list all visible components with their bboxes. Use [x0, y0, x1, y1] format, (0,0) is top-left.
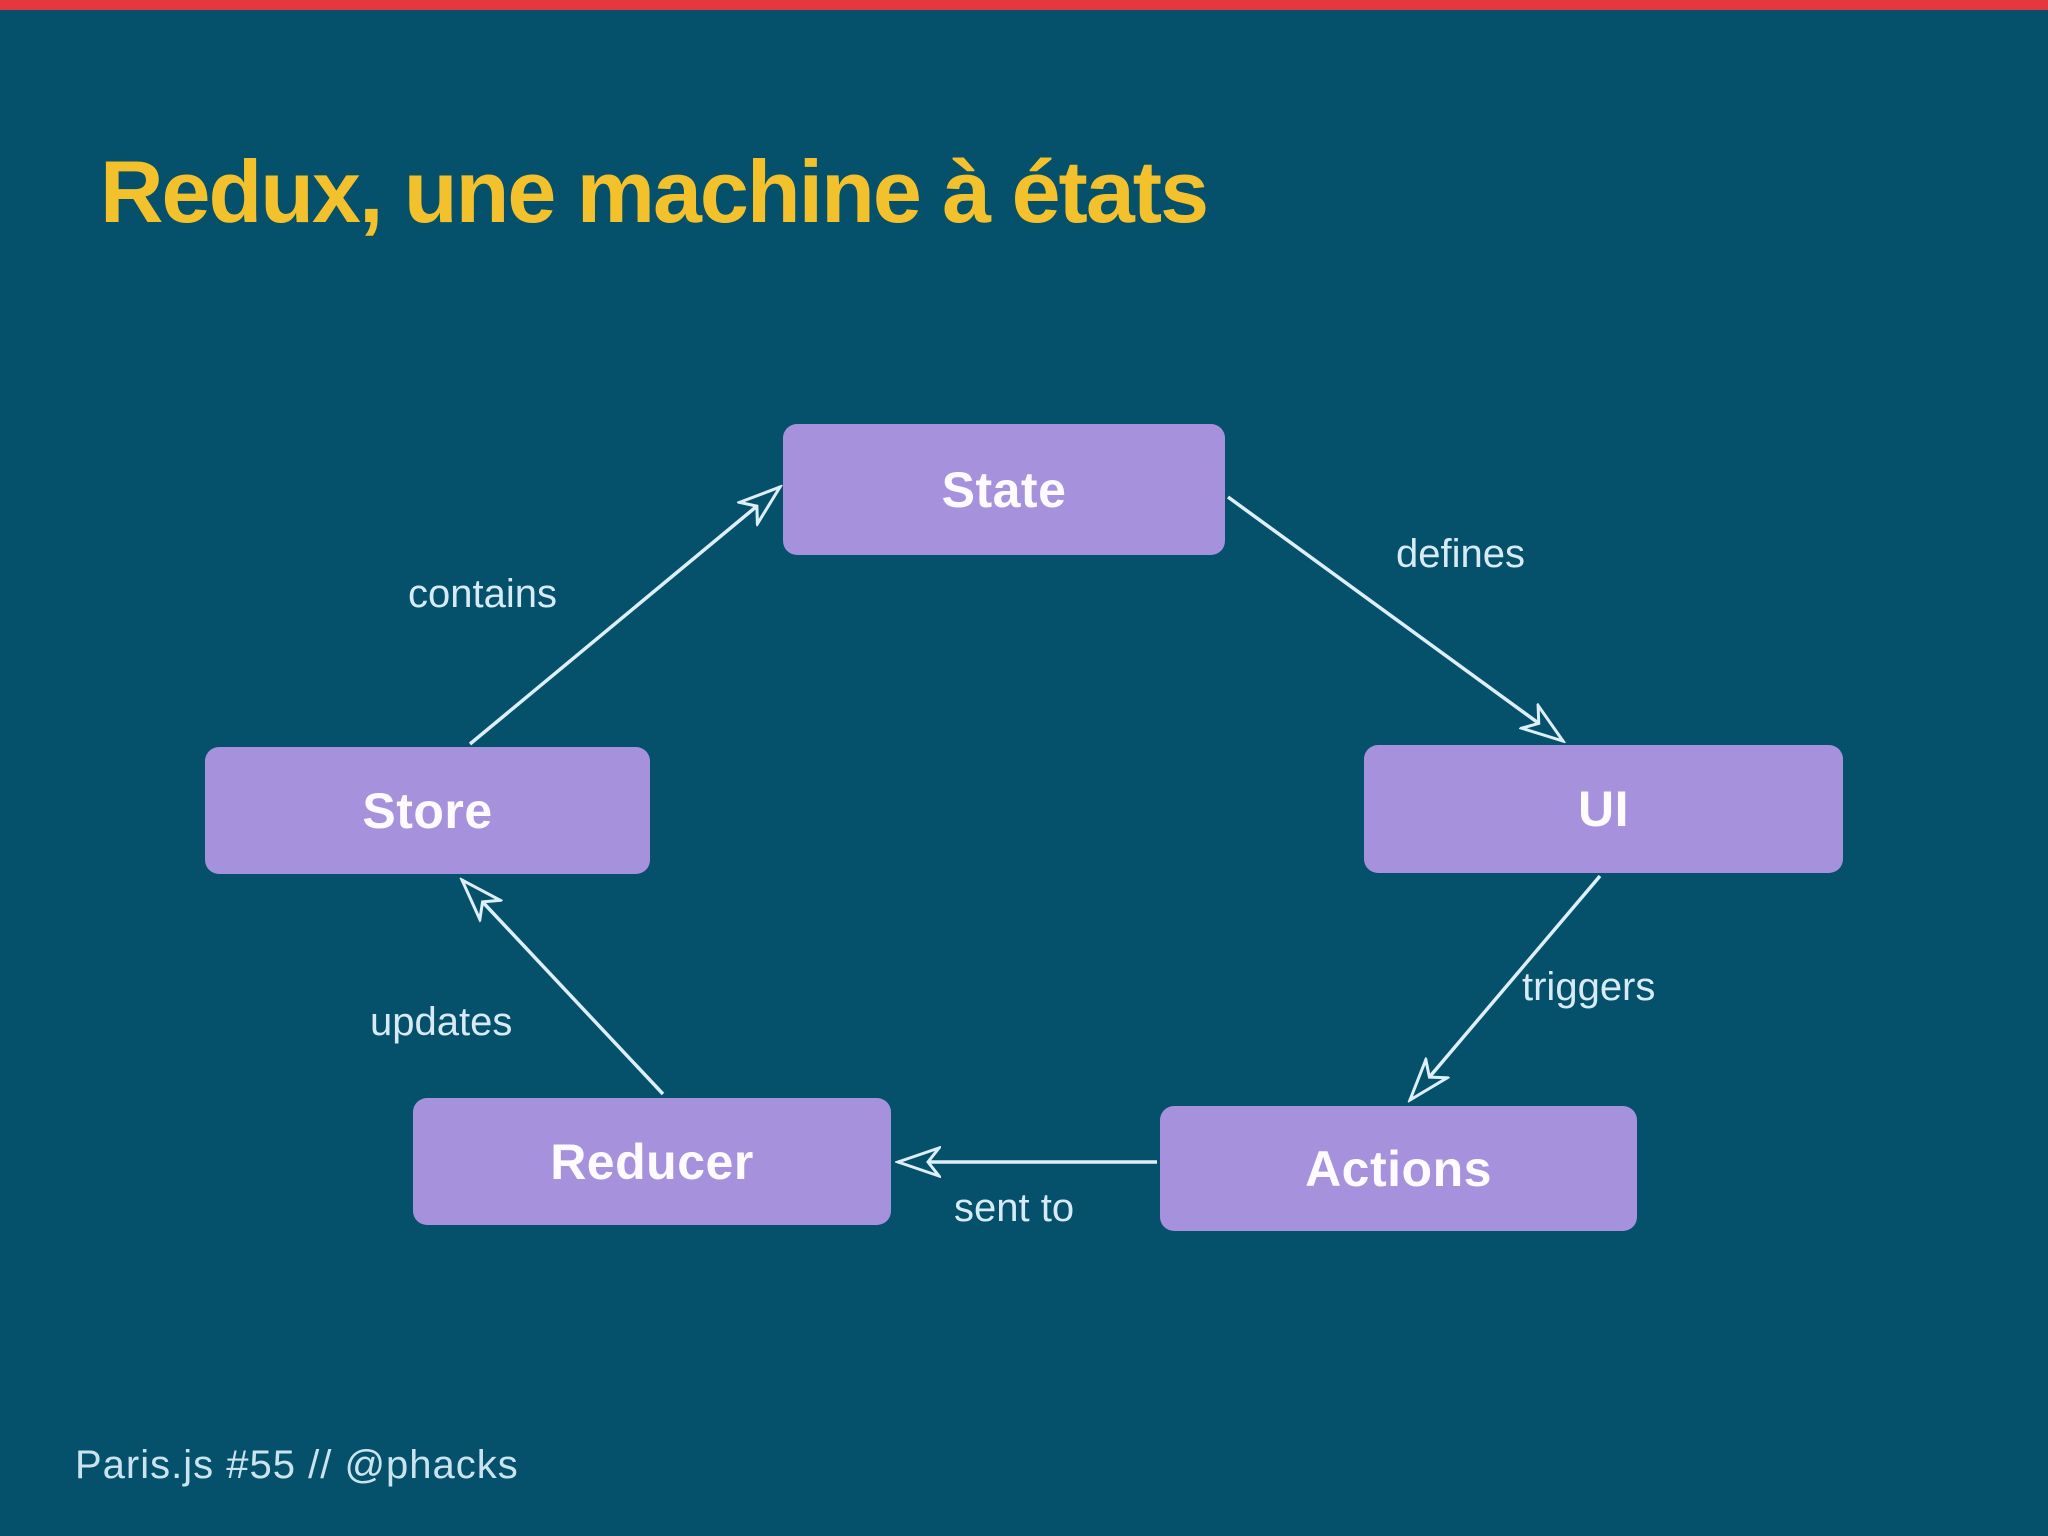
node-store: Store: [205, 747, 650, 874]
node-actions-label: Actions: [1305, 1140, 1492, 1197]
node-reducer: Reducer: [413, 1098, 891, 1225]
edge-contains-arrow: [468, 487, 780, 746]
node-state-label: State: [941, 461, 1067, 518]
node-actions: Actions: [1160, 1106, 1637, 1231]
node-ui: UI: [1364, 745, 1843, 873]
node-state: State: [783, 424, 1225, 555]
slide-progress-bar: [0, 0, 2048, 10]
edge-triggers-arrow: [1410, 874, 1602, 1100]
edge-label-defines: defines: [1396, 532, 1525, 576]
node-ui-label: UI: [1578, 781, 1629, 837]
edge-label-triggers: triggers: [1522, 965, 1656, 1009]
node-reducer-label: Reducer: [550, 1133, 754, 1190]
slide-footer: Paris.js #55 // @phacks: [75, 1443, 519, 1487]
edge-label-updates: updates: [370, 1000, 513, 1044]
edge-defines-arrow: [1226, 495, 1563, 741]
edge-updates-arrow: [462, 880, 665, 1096]
edge-label-contains: contains: [408, 572, 557, 616]
edge-label-sent-to: sent to: [954, 1186, 1075, 1230]
node-store-label: Store: [362, 782, 493, 839]
slide-title: Redux, une machine à états: [100, 141, 1209, 241]
